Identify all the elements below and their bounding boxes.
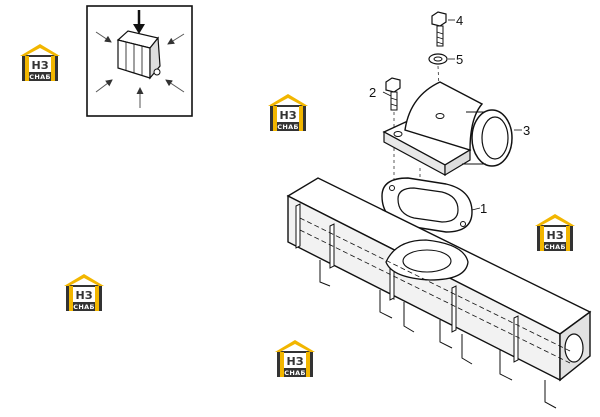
- callout-washer: 5: [456, 52, 463, 67]
- bolt-top-part: [431, 11, 455, 47]
- elbow-housing-part: [382, 81, 522, 177]
- logo-word: СНАБ: [29, 73, 50, 81]
- logo-letters: НЗ: [31, 59, 48, 72]
- bolt-small-part: [382, 77, 401, 111]
- inset-illustration: [86, 5, 193, 117]
- logo-watermark: НЗ СНАБ: [20, 44, 60, 81]
- logo-word: СНАБ: [284, 369, 305, 377]
- logo-word: СНАБ: [73, 303, 94, 311]
- logo-letters: НЗ: [546, 229, 563, 242]
- logo-word: СНАБ: [544, 243, 565, 251]
- logo-watermark: НЗ СНАБ: [64, 274, 104, 311]
- logo-watermark: НЗ СНАБ: [275, 340, 315, 377]
- callout-gasket: 1: [480, 201, 487, 216]
- exhaust-manifold-part: [286, 177, 592, 409]
- logo-letters: НЗ: [75, 289, 92, 302]
- logo-letters: НЗ: [279, 109, 296, 122]
- gasket-part: [381, 177, 481, 233]
- logo-letters: НЗ: [286, 355, 303, 368]
- callout-elbow-housing: 3: [523, 123, 530, 138]
- callout-bolt-small: 2: [369, 85, 376, 100]
- callout-bolt-top: 4: [456, 13, 463, 28]
- logo-watermark: НЗ СНАБ: [268, 94, 308, 131]
- logo-word: СНАБ: [277, 123, 298, 131]
- washer-part: [428, 53, 455, 65]
- logo-watermark: НЗ СНАБ: [535, 214, 575, 251]
